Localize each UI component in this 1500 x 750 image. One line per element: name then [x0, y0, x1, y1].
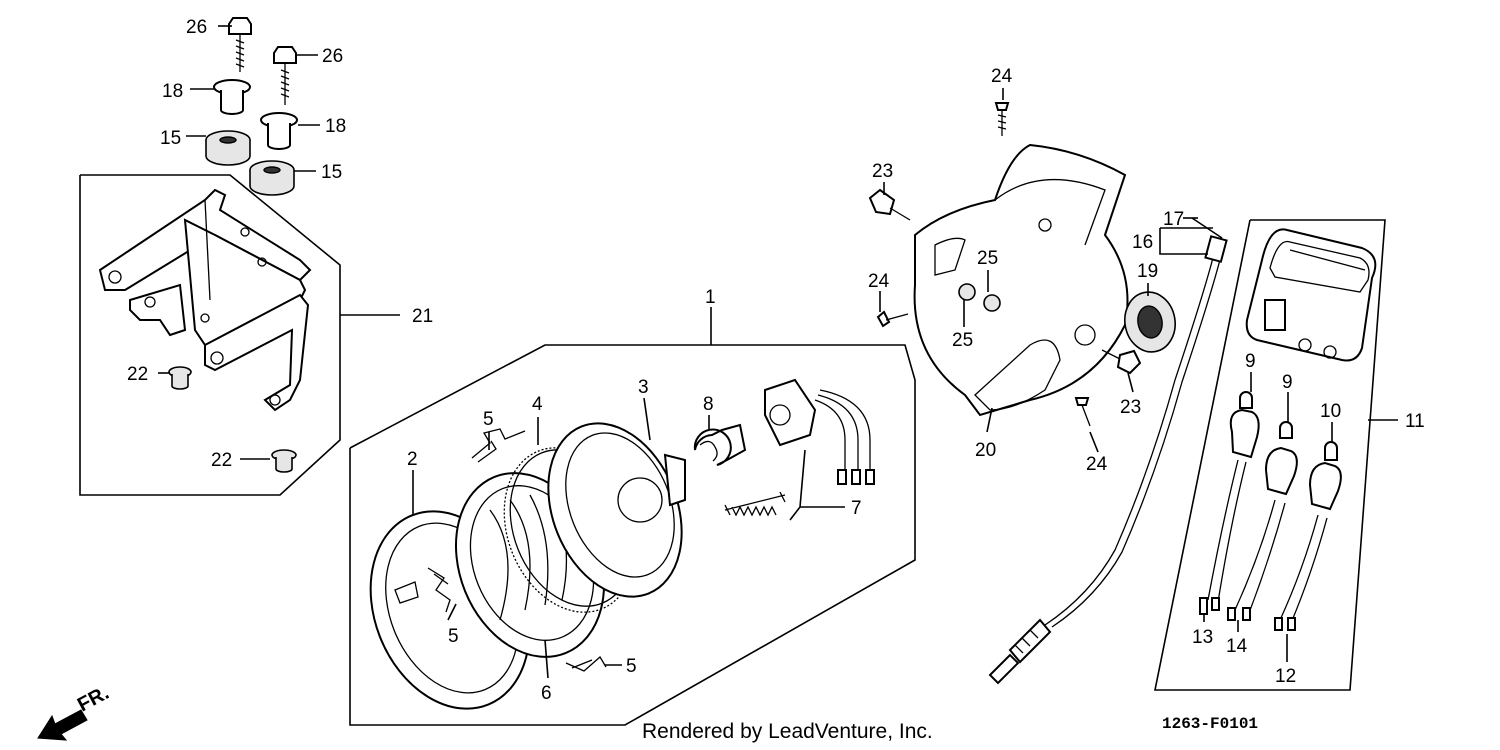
label-17: 17 — [1163, 209, 1184, 230]
label-9-right: 9 — [1282, 372, 1293, 393]
speedometer-11[interactable] — [1245, 228, 1377, 362]
label-13: 13 — [1192, 627, 1213, 648]
label-24-left: 24 — [868, 271, 890, 292]
label-7: 7 — [851, 498, 862, 519]
nut-25-left[interactable] — [958, 283, 976, 301]
bolt-23-upper[interactable] — [868, 188, 911, 221]
label-20: 20 — [975, 440, 996, 461]
label-23-lower: 23 — [1120, 397, 1141, 418]
bolt-26-left[interactable] — [228, 17, 252, 72]
grommet-15-left[interactable] — [205, 130, 251, 166]
label-19: 19 — [1137, 261, 1158, 282]
clip-5-upper[interactable] — [471, 428, 526, 463]
headlight-group-outline — [349, 344, 916, 726]
collar-18-left[interactable] — [213, 79, 251, 115]
label-25-upper: 25 — [977, 248, 998, 269]
bulb-socket-7[interactable] — [724, 378, 875, 517]
nut-25-right[interactable] — [983, 294, 1001, 312]
label-5-upper: 5 — [483, 409, 494, 430]
label-5-middle: 5 — [448, 626, 459, 647]
label-26-right: 26 — [322, 46, 343, 67]
label-18-left: 18 — [162, 81, 183, 102]
clip-5-middle[interactable] — [427, 567, 451, 613]
headlight-unit-3[interactable] — [524, 403, 706, 616]
screw-24-top[interactable] — [994, 102, 1010, 136]
screw-24-left[interactable] — [876, 310, 909, 328]
clip-5-lower[interactable] — [565, 655, 607, 672]
label-22-lower: 22 — [211, 450, 232, 471]
grommet-15-right[interactable] — [249, 160, 295, 196]
label-18-right: 18 — [325, 116, 346, 137]
label-5-lower: 5 — [626, 656, 637, 677]
meter-bulb-socket-9-right[interactable] — [1227, 421, 1298, 621]
label-14: 14 — [1226, 636, 1248, 657]
meter-bulb-socket-10[interactable] — [1274, 441, 1342, 631]
label-15-right: 15 — [321, 162, 342, 183]
label-24-bottom: 24 — [1086, 454, 1108, 475]
label-3: 3 — [638, 377, 649, 398]
label-6: 6 — [541, 683, 552, 704]
speedometer-cable-16[interactable] — [988, 235, 1228, 685]
screw-24-bottom[interactable] — [1074, 397, 1091, 427]
bulb-8[interactable] — [693, 423, 747, 466]
nut-22-lower[interactable] — [271, 449, 297, 473]
front-direction-arrow: FR. — [37, 682, 113, 741]
headlight-bracket-21[interactable] — [98, 188, 312, 412]
bolt-26-right[interactable] — [273, 46, 297, 105]
label-10: 10 — [1320, 401, 1341, 422]
headlight-case-20[interactable] — [913, 143, 1129, 417]
diagram-code: 1263-F0101 — [1162, 715, 1258, 733]
meter-bulb-socket-9-left[interactable] — [1199, 391, 1260, 615]
label-9-left: 9 — [1245, 351, 1256, 372]
label-25-lower: 25 — [952, 330, 973, 351]
label-22-upper: 22 — [127, 364, 148, 385]
label-11: 11 — [1405, 411, 1425, 432]
label-2: 2 — [407, 449, 418, 470]
label-16: 16 — [1132, 232, 1153, 253]
label-15-left: 15 — [160, 128, 181, 149]
nut-22-upper[interactable] — [168, 366, 192, 390]
credit-text: Rendered by LeadVenture, Inc. — [642, 720, 933, 743]
label-24-top: 24 — [991, 66, 1013, 87]
label-8: 8 — [703, 394, 714, 415]
bracket-group-outline — [79, 174, 341, 496]
label-4: 4 — [532, 394, 543, 415]
label-23-upper: 23 — [872, 161, 893, 182]
label-21: 21 — [412, 306, 433, 327]
label-26-left: 26 — [186, 17, 207, 38]
label-1: 1 — [705, 287, 716, 308]
label-12: 12 — [1275, 666, 1296, 687]
collar-18-right[interactable] — [260, 112, 298, 150]
meter-group-outline — [1154, 219, 1386, 691]
grommet-19[interactable] — [1120, 288, 1180, 356]
bolt-23-lower[interactable] — [1101, 349, 1142, 375]
